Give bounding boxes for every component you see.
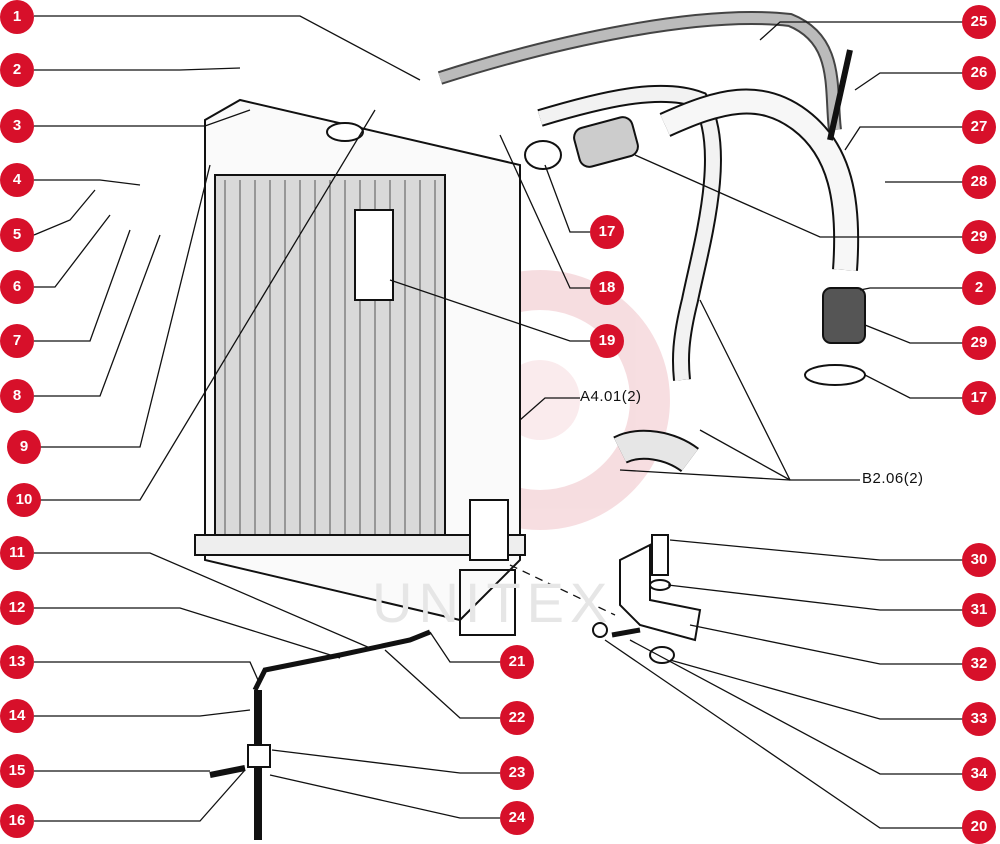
callout-right-29a[interactable]: 29 xyxy=(962,220,996,254)
callout-right-28[interactable]: 28 xyxy=(962,165,996,199)
callout-left-8[interactable]: 8 xyxy=(0,379,34,413)
callout-right-21[interactable]: 21 xyxy=(500,645,534,679)
callout-left-15[interactable]: 15 xyxy=(0,754,34,788)
leader-lines xyxy=(33,15,965,829)
callout-left-1[interactable]: 1 xyxy=(0,0,34,34)
callout-left-3[interactable]: 3 xyxy=(0,109,34,143)
callout-right-20[interactable]: 20 xyxy=(962,810,996,844)
callout-right-22[interactable]: 22 xyxy=(500,701,534,735)
reference-label-b2: B2.06(2) xyxy=(862,470,924,487)
callout-center-18[interactable]: 18 xyxy=(590,271,624,305)
callout-left-10[interactable]: 10 xyxy=(7,483,41,517)
callout-left-13[interactable]: 13 xyxy=(0,645,34,679)
callout-right-33[interactable]: 33 xyxy=(962,702,996,736)
callout-right-24[interactable]: 24 xyxy=(500,801,534,835)
callout-left-7[interactable]: 7 xyxy=(0,324,34,358)
callout-left-11[interactable]: 11 xyxy=(0,536,34,570)
hoses xyxy=(209,11,866,840)
mounting-bracket xyxy=(592,534,702,664)
callout-right-31[interactable]: 31 xyxy=(962,593,996,627)
callout-center-17[interactable]: 17 xyxy=(590,215,624,249)
reference-label-a4: A4.01(2) xyxy=(580,388,642,405)
callout-right-34[interactable]: 34 xyxy=(962,757,996,791)
callout-right-2[interactable]: 2 xyxy=(962,271,996,305)
callout-center-19[interactable]: 19 xyxy=(590,324,624,358)
callout-left-5[interactable]: 5 xyxy=(0,218,34,252)
callout-left-4[interactable]: 4 xyxy=(0,163,34,197)
callout-left-9[interactable]: 9 xyxy=(7,430,41,464)
callout-right-23[interactable]: 23 xyxy=(500,756,534,790)
callout-right-17[interactable]: 17 xyxy=(962,381,996,415)
callout-right-32[interactable]: 32 xyxy=(962,647,996,681)
callout-left-6[interactable]: 6 xyxy=(0,270,34,304)
callout-right-25[interactable]: 25 xyxy=(962,5,996,39)
callout-right-30[interactable]: 30 xyxy=(962,543,996,577)
callout-left-2[interactable]: 2 xyxy=(0,53,34,87)
callout-left-14[interactable]: 14 xyxy=(0,699,34,733)
radiator-core xyxy=(194,98,526,636)
callout-right-26[interactable]: 26 xyxy=(962,56,996,90)
callout-right-27[interactable]: 27 xyxy=(962,110,996,144)
callout-left-12[interactable]: 12 xyxy=(0,591,34,625)
callout-left-16[interactable]: 16 xyxy=(0,804,34,838)
callout-right-29b[interactable]: 29 xyxy=(962,326,996,360)
watermark-text: UNITEX xyxy=(372,571,614,634)
